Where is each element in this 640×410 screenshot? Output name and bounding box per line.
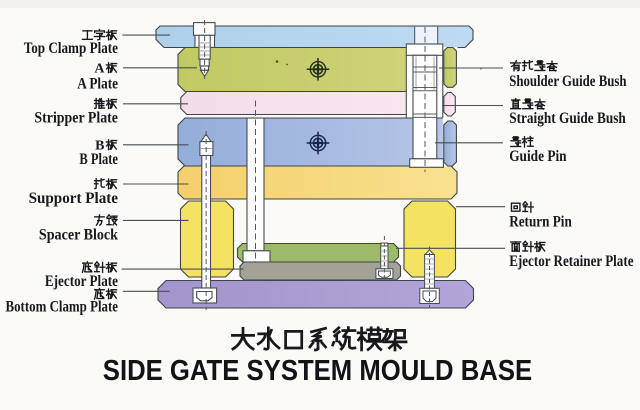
svg-text:Support Plate: Support Plate [29,190,118,207]
svg-text:Guide Pin: Guide Pin [509,148,566,165]
svg-text:Return Pin: Return Pin [509,213,572,230]
svg-text:SIDE GATE SYSTEM MOULD BASE: SIDE GATE SYSTEM MOULD BASE [103,354,532,386]
svg-text:Top Clamp Plate: Top Clamp Plate [24,40,118,57]
svg-text:Stripper Plate: Stripper Plate [34,109,118,126]
svg-text:B Plate: B Plate [79,151,118,168]
svg-text:Spacer Block: Spacer Block [39,227,118,244]
svg-text:Ejector Retainer Plate: Ejector Retainer Plate [509,253,633,270]
svg-text:A: A [94,61,105,76]
svg-text:Shoulder Guide Bush: Shoulder Guide Bush [509,73,626,90]
svg-text:Ejector Plate: Ejector Plate [45,273,118,290]
svg-text:A Plate: A Plate [77,76,118,93]
svg-text:Bottom Clamp Plate: Bottom Clamp Plate [6,299,119,316]
svg-text:B: B [95,138,104,153]
svg-text:Straight Guide Bush: Straight Guide Bush [509,110,626,127]
